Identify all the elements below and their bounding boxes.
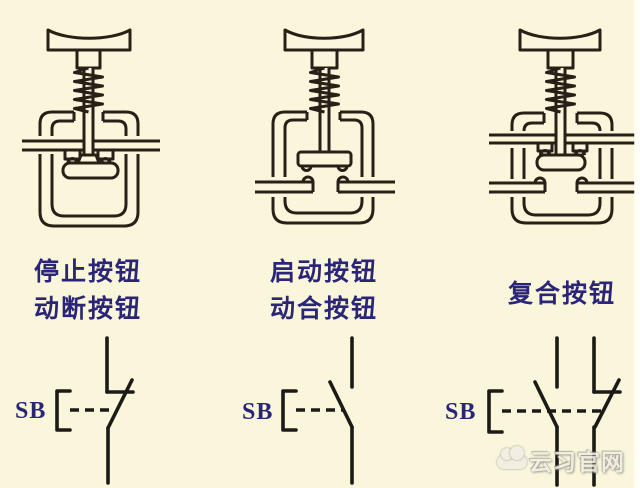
start-button-structure-drawing — [250, 28, 400, 225]
right-edge-strip — [634, 0, 640, 488]
contact-bridge-open — [296, 150, 353, 172]
sb-designator-3: SB — [445, 399, 477, 425]
contact-bridge-closed — [61, 153, 120, 180]
sb-designator-1: SB — [15, 398, 47, 424]
fixed-terminals — [255, 175, 395, 194]
no-pushbutton-symbol — [281, 336, 354, 485]
no-fixed-terminals — [489, 176, 635, 194]
return-spring — [73, 66, 104, 114]
nc-pushbutton-symbol — [55, 336, 135, 485]
housing — [271, 110, 375, 225]
stop-button-structure-drawing — [20, 28, 170, 228]
return-spring — [545, 66, 576, 114]
push-cap — [283, 28, 365, 70]
nc-fixed-terminals — [489, 133, 635, 157]
label-line: 复合按钮 — [507, 280, 616, 308]
housing — [510, 111, 614, 225]
circuit-symbols-drawing — [55, 336, 622, 487]
compound-button-label: 复合按钮 — [484, 276, 640, 313]
compound-pushbutton-symbol — [487, 336, 622, 487]
terminal-passthrough — [250, 177, 400, 197]
compound-button-structure-drawing — [487, 28, 640, 225]
contact-bridge — [535, 149, 587, 172]
stop-button-label: 停止按钮 动断按钮 — [10, 254, 166, 328]
start-button-label: 启动按钮 动合按钮 — [246, 254, 402, 328]
label-line: 动合按钮 — [269, 295, 378, 323]
label-line: 停止按钮 — [33, 258, 142, 286]
push-cap — [518, 28, 602, 70]
return-spring — [309, 66, 340, 114]
push-cap — [46, 28, 132, 70]
housing — [38, 110, 140, 228]
label-line: 启动按钮 — [269, 258, 378, 286]
sb-designator-2: SB — [242, 399, 274, 425]
label-line: 动断按钮 — [33, 295, 142, 323]
